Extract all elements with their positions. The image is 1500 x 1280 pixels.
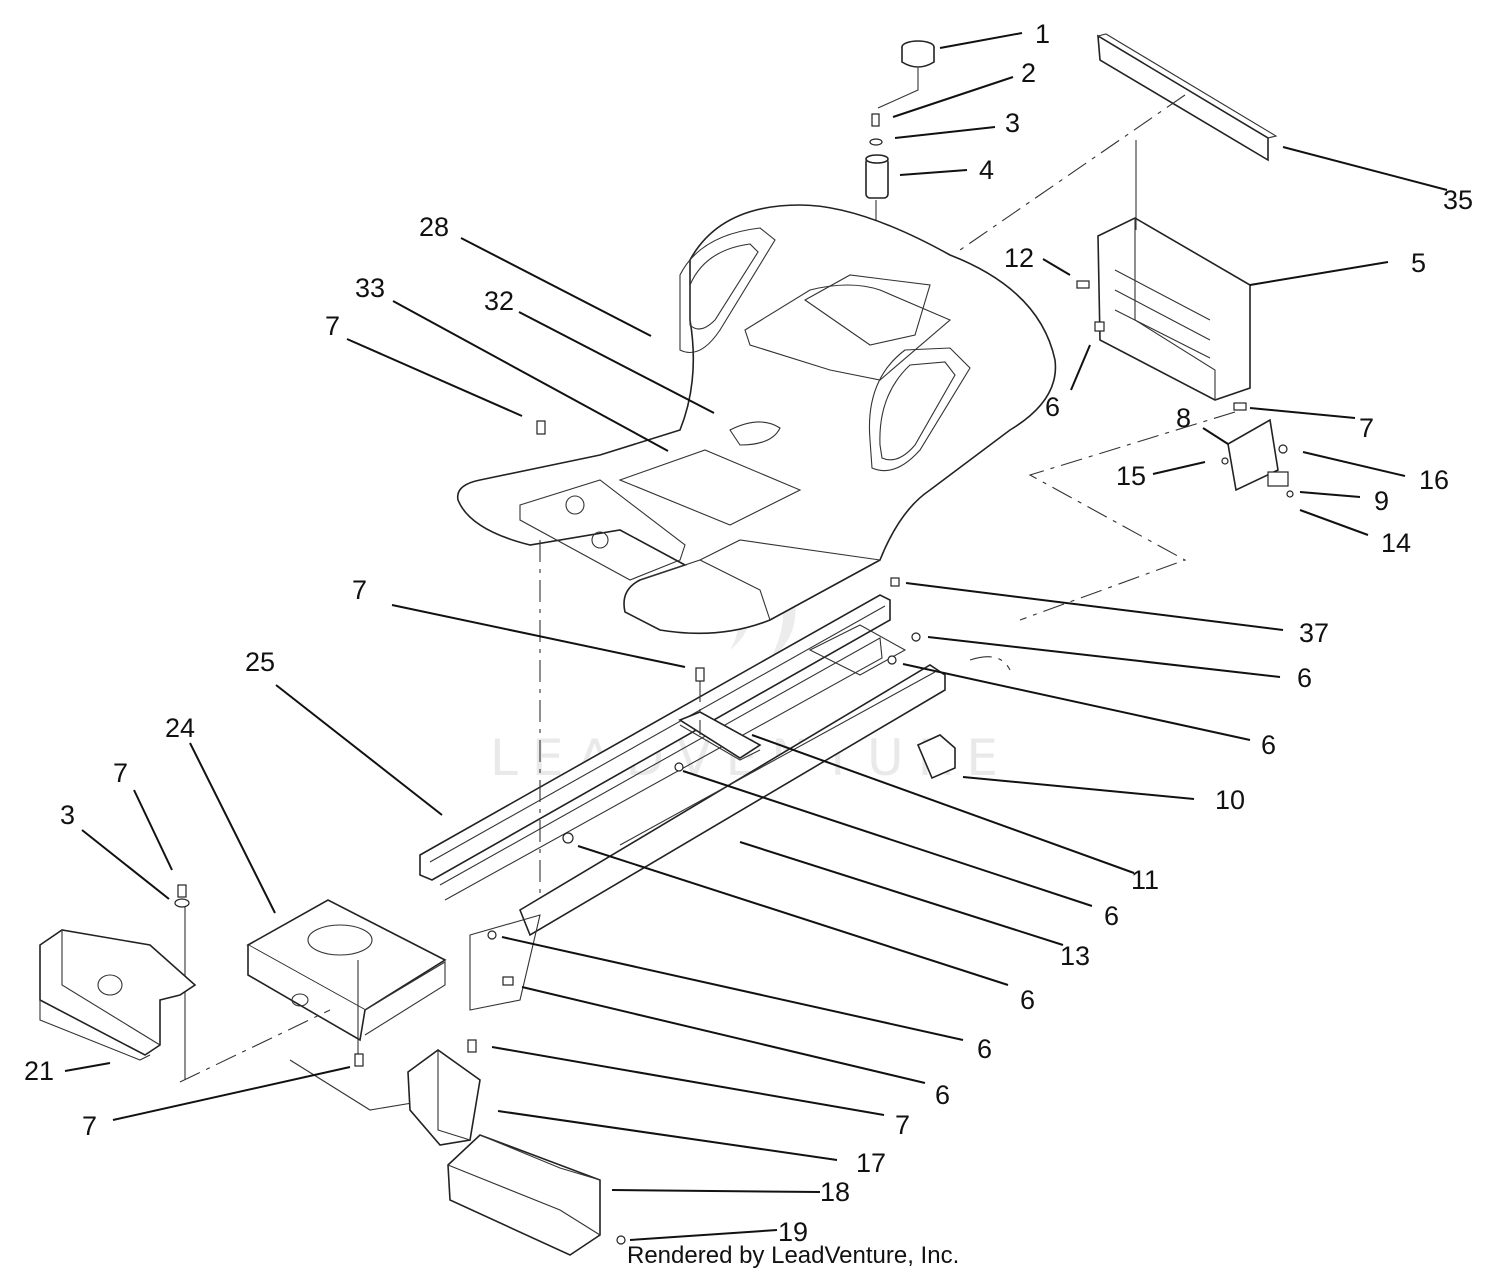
callout-15: 15 (1116, 461, 1146, 491)
callout-6-e: 6 (977, 1034, 992, 1064)
callout-6-f: 6 (935, 1080, 950, 1110)
callout-25: 25 (245, 647, 275, 677)
callout-37: 37 (1299, 618, 1329, 648)
callout-2: 2 (1021, 58, 1036, 88)
callout-7: 7 (1359, 413, 1374, 443)
fender-deck (456, 204, 1057, 635)
callout-13: 13 (1060, 941, 1090, 971)
rear-cross-angle (959, 33, 1278, 251)
callout-7-shield: 7 (895, 1110, 910, 1140)
callout-11: 11 (1131, 865, 1159, 895)
front-assembly (39, 884, 447, 1083)
callout-18: 18 (820, 1177, 850, 1207)
callout-7-front: 7 (113, 758, 128, 788)
callout-6-b: 6 (1261, 730, 1276, 760)
callout-7-seat: 7 (325, 311, 340, 341)
callout-3-front: 3 (60, 800, 75, 830)
callout-6-d: 6 (1020, 985, 1035, 1015)
callout-10: 10 (1215, 785, 1245, 815)
callout-4: 4 (979, 155, 994, 185)
callout-19: 19 (778, 1217, 808, 1247)
callout-28: 28 (419, 212, 449, 242)
callout-33: 33 (355, 273, 385, 303)
callout-21: 21 (24, 1056, 54, 1086)
frame-hardware (487, 420, 921, 986)
rear-bracket-assembly (1019, 140, 1294, 621)
callout-24: 24 (165, 713, 195, 743)
lower-shields (407, 1039, 626, 1256)
callout-9: 9 (1374, 486, 1389, 516)
callout-32: 32 (484, 286, 514, 316)
callout-14: 14 (1381, 528, 1411, 558)
callout-8: 8 (1176, 403, 1191, 433)
main-frame (289, 540, 1011, 1111)
callout-3: 3 (1005, 108, 1020, 138)
callout-6: 6 (1045, 392, 1060, 422)
callout-35: 35 (1443, 185, 1473, 215)
callout-6-c: 6 (1104, 901, 1119, 931)
callout-12: 12 (1004, 243, 1034, 273)
callout-7-frame: 7 (352, 575, 367, 605)
callout-5: 5 (1411, 248, 1426, 278)
callouts: 1 2 3 4 35 5 12 6 7 8 16 15 9 14 28 33 3… (24, 19, 1473, 1247)
callout-7-lower-left: 7 (82, 1111, 97, 1141)
leader-lines (64, 32, 1448, 1241)
footer-credit: Rendered by LeadVenture, Inc. (627, 1242, 959, 1269)
callout-17: 17 (856, 1148, 886, 1178)
callout-1: 1 (1035, 19, 1050, 49)
callout-16: 16 (1419, 465, 1449, 495)
callout-6-a: 6 (1297, 663, 1312, 693)
